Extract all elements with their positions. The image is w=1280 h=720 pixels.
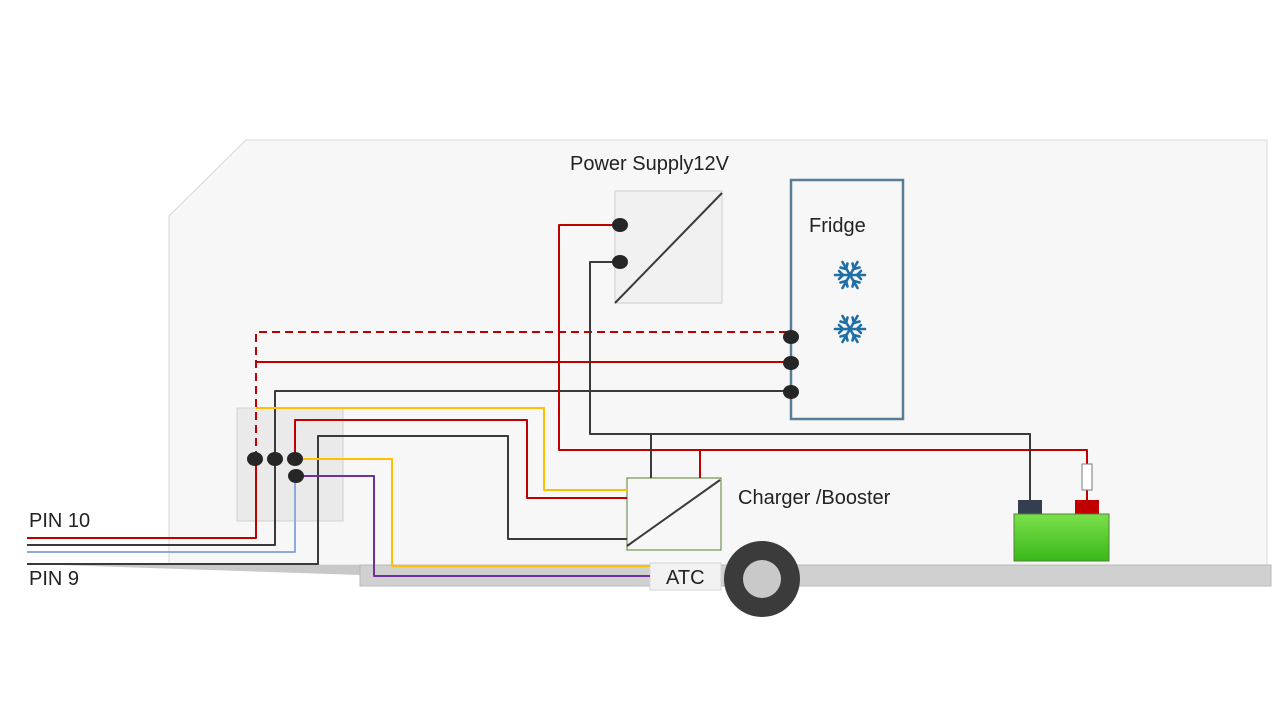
- charger-symbol: [626, 479, 721, 547]
- atc-label: ATC: [666, 567, 705, 589]
- wire-ps-ground: [589, 261, 1031, 500]
- junction-dot-4: [288, 469, 304, 483]
- wire-red-to-fridge-dashed: [255, 331, 790, 459]
- wire-pin9-ground: [27, 435, 627, 565]
- wire-ground-a: [27, 390, 790, 546]
- charger-label: Charger /Booster: [738, 487, 891, 509]
- battery-terminal-positive: [1075, 500, 1099, 514]
- chassis-rail: [359, 564, 1272, 587]
- wheel-hub: [743, 560, 781, 598]
- wire-yellow-to-charger: [256, 407, 627, 491]
- wire-yellow-to-atc: [295, 458, 650, 567]
- fridge-terminal-2: [783, 356, 799, 370]
- charger-box: [626, 477, 722, 551]
- pin9-label: PIN 9: [29, 568, 79, 590]
- wire-red-to-charger: [294, 419, 627, 499]
- fridge-terminal-1: [783, 330, 799, 344]
- junction-dot-1: [247, 452, 263, 466]
- junction-dot-2: [267, 452, 283, 466]
- battery-terminal-negative: [1018, 500, 1042, 514]
- fridge-box: [789, 178, 905, 421]
- fuse: [1081, 463, 1093, 491]
- pin10-label: PIN 10: [29, 510, 90, 532]
- ps-terminal-negative: [612, 255, 628, 269]
- atc-box: [649, 562, 722, 591]
- power-supply-label: Power Supply12V: [570, 153, 730, 175]
- fridge-label: Fridge: [809, 215, 866, 237]
- ps-terminal-positive: [612, 218, 628, 232]
- wire-purple-to-atc: [295, 475, 650, 577]
- battery: [1013, 513, 1110, 562]
- fridge-terminal-3: [783, 385, 799, 399]
- wire-blue: [27, 477, 296, 553]
- junction-dot-3: [287, 452, 303, 466]
- power-supply-symbol: [614, 192, 723, 304]
- wire-pin10-red: [27, 459, 257, 539]
